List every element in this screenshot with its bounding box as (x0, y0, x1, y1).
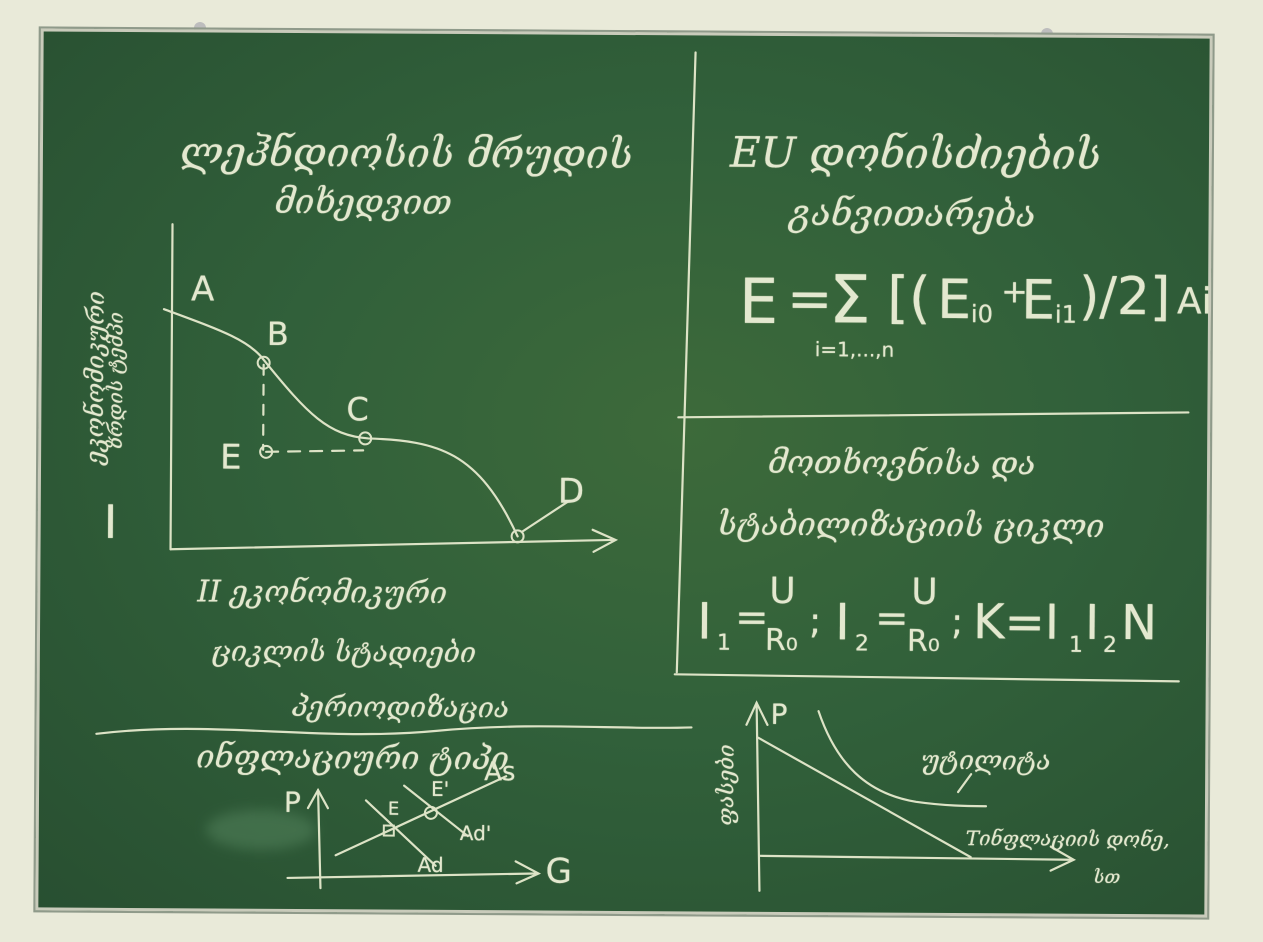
right-divider-bottom (673, 673, 1180, 683)
bl-point-E-label: E (387, 798, 400, 820)
mr-title-line1: მოთხოვნისა და (767, 442, 1036, 483)
tl-x-arrow (591, 528, 619, 553)
bl-x-arrow (514, 860, 542, 885)
bl-curve-As-label: As (484, 757, 516, 788)
mr-f3-sub2: 2 (1102, 632, 1118, 659)
right-divider-top (677, 411, 1190, 419)
tr-formula-bracket: [( (886, 265, 931, 331)
tl-title-line2: მიხედვით (274, 181, 452, 223)
bl-curve-As (334, 775, 508, 857)
tl-title-line1: ლეჰნდიოსის მრუდის (179, 129, 634, 179)
vertical-divider (675, 51, 697, 674)
bl-axis-P: P (283, 785, 301, 820)
bl-point-E1-label: E' (430, 776, 450, 801)
br-x-axis (758, 854, 1072, 861)
bl-curve-Ad-label: Ad (417, 852, 444, 877)
tl-point-B-label: B (266, 314, 289, 353)
br-utility-pointer (956, 773, 973, 794)
br-y-label: ფასები (714, 744, 740, 826)
tr-formula-Ei1: E (1020, 268, 1056, 332)
mr-f3-I2: I (1084, 594, 1100, 651)
tr-formula-Ei0: E (936, 267, 972, 332)
tl-y-axis-label-line2: ზრდის ტემპი (102, 312, 128, 450)
tl-curve (162, 308, 519, 538)
br-curve-label: უტილიტა (921, 745, 1051, 777)
bl-point-E1-dot (423, 805, 438, 820)
br-y-axis (755, 701, 761, 892)
bl-curve-Ad (364, 799, 437, 867)
tr-formula-sub-i0: i0 (970, 300, 993, 329)
mr-f2-sub: 2 (854, 631, 870, 657)
tl-y-axis (169, 223, 174, 551)
tl-x-axis (169, 538, 614, 551)
tr-formula-close: )/2] (1078, 266, 1171, 328)
br-utility-curve (817, 710, 988, 808)
mr-f1-sub: 1 (716, 630, 732, 656)
bl-y-arrow (306, 787, 330, 810)
tl-point-C-label: C (346, 390, 369, 429)
br-demand-line (757, 736, 972, 859)
tl-point-C-dot (358, 431, 373, 446)
mr-f1-den: R₀ (764, 622, 798, 659)
tl-dash-vertical (262, 363, 265, 451)
bl-point-E-square (382, 824, 395, 837)
br-y-arrow (745, 700, 769, 726)
bl-x-axis (286, 872, 537, 880)
tr-formula-Ai: Ai (1176, 281, 1212, 323)
tl-point-B-dot (256, 355, 271, 370)
mr-sep2: ; (950, 602, 964, 644)
tl-dash-horizontal (265, 449, 365, 453)
tl-point-E-dot (259, 444, 274, 459)
br-axis-P: P (770, 697, 788, 732)
chalk-drawings (95, 51, 1190, 892)
mr-f1-eq: = (734, 594, 769, 641)
mr-f2-I: I (834, 593, 851, 652)
tl-point-D-dot (510, 529, 525, 544)
mr-f2-den: R₀ (906, 623, 940, 659)
tl-point-D-label: D (557, 471, 585, 512)
br-x-arrow (1049, 845, 1077, 872)
mr-formula: I 1 = U R₀ ; I 2 = U R₀ ; K=I 1 I 2 N (696, 570, 1188, 675)
mr-f3: K=I (972, 594, 1060, 651)
mr-sep1: ; (808, 601, 822, 643)
tr-title-line2: განვითარება (789, 193, 1036, 236)
ml-line1: II ეკონომიკური (197, 574, 448, 611)
tr-title-line1: EU დონისძიების (729, 127, 1102, 179)
ml-line2: ციკლის სტადიები (211, 634, 477, 670)
br-x-label: Tინფლაციის დონე, (965, 826, 1170, 852)
mr-title-line2: სტაბილიზაციის ციკლი (717, 504, 1105, 545)
bl-curve-Ad1-label: Ad' (459, 821, 492, 846)
tl-D-pointer (521, 500, 569, 533)
mr-f2-eq: = (874, 595, 909, 642)
tl-point-E-label: E (219, 437, 242, 478)
mr-f2-num: U (911, 571, 938, 613)
tr-formula-equals: = (786, 266, 833, 331)
tr-formula-index: i=1,...,n (814, 337, 895, 362)
bl-axis-G: G (545, 851, 573, 892)
mr-f3-N: N (1120, 595, 1158, 652)
mr-f1-num: U (769, 570, 796, 613)
tr-formula-sub-i1: i1 (1054, 300, 1077, 329)
tr-formula-sum: Σ (828, 261, 871, 339)
chalkboard: ლეჰნდიოსის მრუდის მიხედვით I ეკონომიკური… (33, 26, 1215, 920)
tl-point-A-label: A (190, 269, 215, 310)
br-x-unit: სთ (1093, 866, 1121, 889)
tl-y-axis-numeral: I (103, 494, 118, 549)
bl-y-axis (316, 789, 322, 890)
mr-f1-I: I (696, 592, 713, 651)
left-wavy-divider (95, 725, 693, 736)
ml-line3: პერიოდიზაცია (291, 689, 510, 725)
mr-f3-sub1: 1 (1068, 632, 1084, 658)
bl-title: ინფლაციური ტიპი (196, 737, 509, 778)
tr-formula-E: E (738, 264, 779, 338)
